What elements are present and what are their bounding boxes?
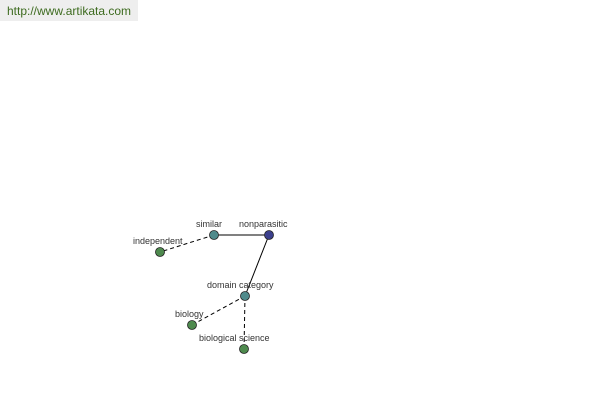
node-similar[interactable]	[209, 230, 219, 240]
nodes-layer	[155, 230, 274, 354]
node-independent[interactable]	[155, 247, 165, 257]
edges-layer	[159, 234, 270, 350]
node-biology[interactable]	[187, 320, 197, 330]
edge-nonparasitic-to-domain-category	[244, 234, 270, 297]
edge-domain-category-to-biology	[191, 295, 246, 326]
node-nonparasitic[interactable]	[264, 230, 274, 240]
edge-similar-to-independent	[159, 234, 215, 253]
node-label-similar[interactable]: similar	[196, 219, 222, 229]
url-banner[interactable]: http://www.artikata.com	[0, 0, 138, 21]
node-label-biology[interactable]: biology	[175, 309, 204, 319]
node-biological-science[interactable]	[239, 344, 249, 354]
node-label-biological-science[interactable]: biological science	[199, 333, 270, 343]
node-label-independent[interactable]: independent	[133, 236, 183, 246]
labels-layer: nonparasitic similar independent domain cat…	[133, 219, 288, 343]
url-text[interactable]: http://www.artikata.com	[7, 4, 132, 18]
node-label-domain-category[interactable]: domain category	[207, 280, 274, 290]
node-domain-category[interactable]	[240, 291, 250, 301]
node-label-nonparasitic[interactable]: nonparasitic	[239, 219, 288, 229]
edge-domain-category-to-biological-science	[243, 295, 246, 350]
